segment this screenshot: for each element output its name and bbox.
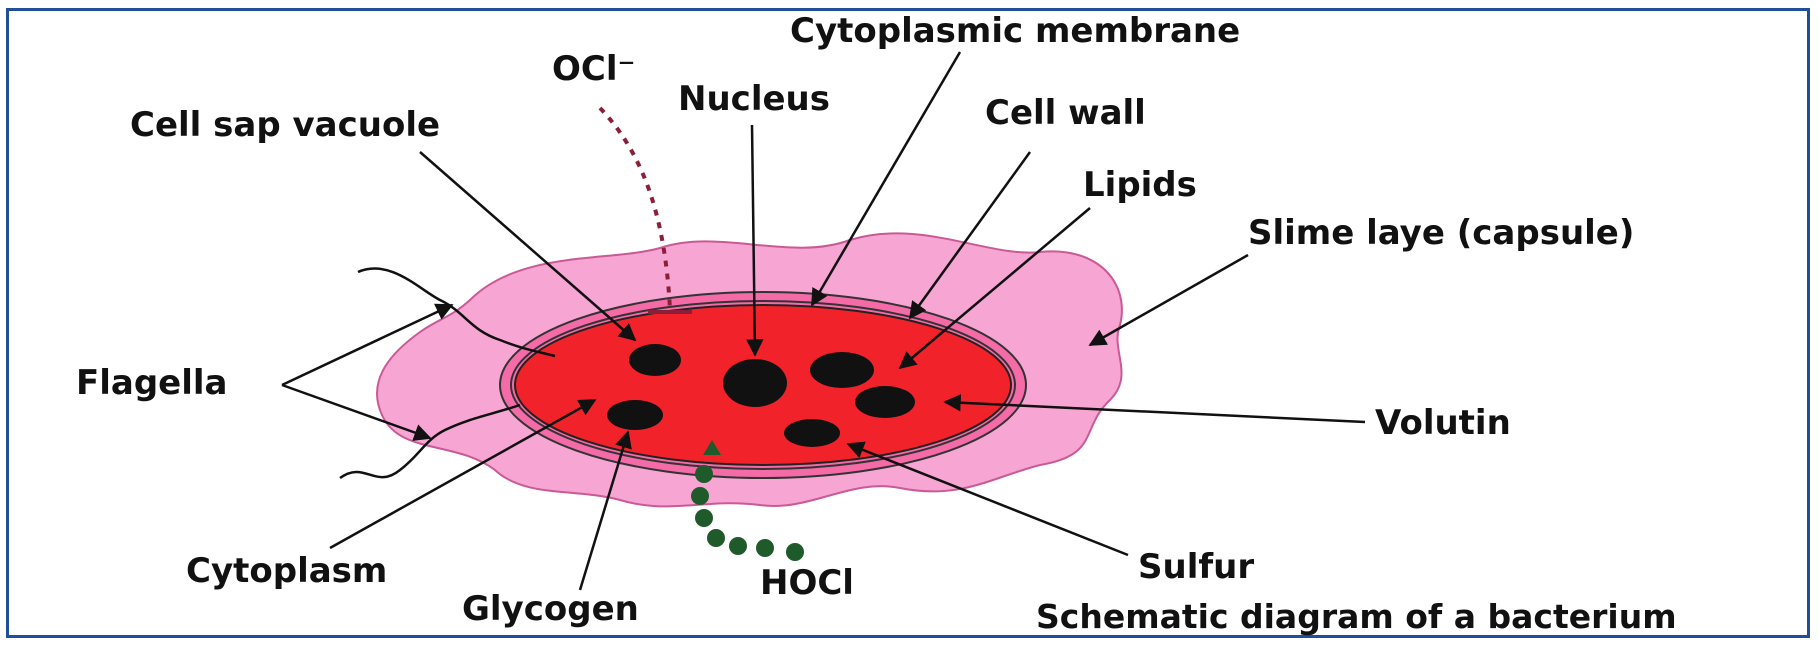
label-cytoplasm: Cytoplasm <box>186 554 387 588</box>
nucleus-body <box>723 359 787 407</box>
glycogen-granule <box>607 400 663 430</box>
hocl-dot <box>729 537 747 555</box>
label-cell-sap-vacuole: Cell sap vacuole <box>130 108 440 142</box>
hocl-dot <box>691 487 709 505</box>
label-glycogen: Glycogen <box>462 592 639 626</box>
sulfur-granule <box>784 419 840 447</box>
label-flagella: Flagella <box>76 366 227 400</box>
hocl-dot <box>756 539 774 557</box>
label-cell-wall: Cell wall <box>985 96 1146 130</box>
label-slime-layer: Slime laye (capsule) <box>1248 216 1634 250</box>
hocl-dot <box>695 465 713 483</box>
label-cytoplasmic-membrane: Cytoplasmic membrane <box>790 14 1240 48</box>
label-nucleus: Nucleus <box>678 82 830 116</box>
diagram-caption: Schematic diagram of a bacterium <box>1036 600 1677 633</box>
hocl-dot <box>695 509 713 527</box>
lipid-granule <box>810 352 874 388</box>
label-lipids: Lipids <box>1083 168 1197 202</box>
hocl-dot <box>707 529 725 547</box>
label-hocl: HOCl <box>760 566 854 600</box>
label-sulfur: Sulfur <box>1138 550 1254 584</box>
label-ocl: OCl⁻ <box>552 52 635 86</box>
hocl-dot <box>786 543 804 561</box>
label-volutin: Volutin <box>1375 406 1511 440</box>
cell-sap-vacuole-granule <box>629 344 681 376</box>
volutin-granule <box>855 386 915 418</box>
